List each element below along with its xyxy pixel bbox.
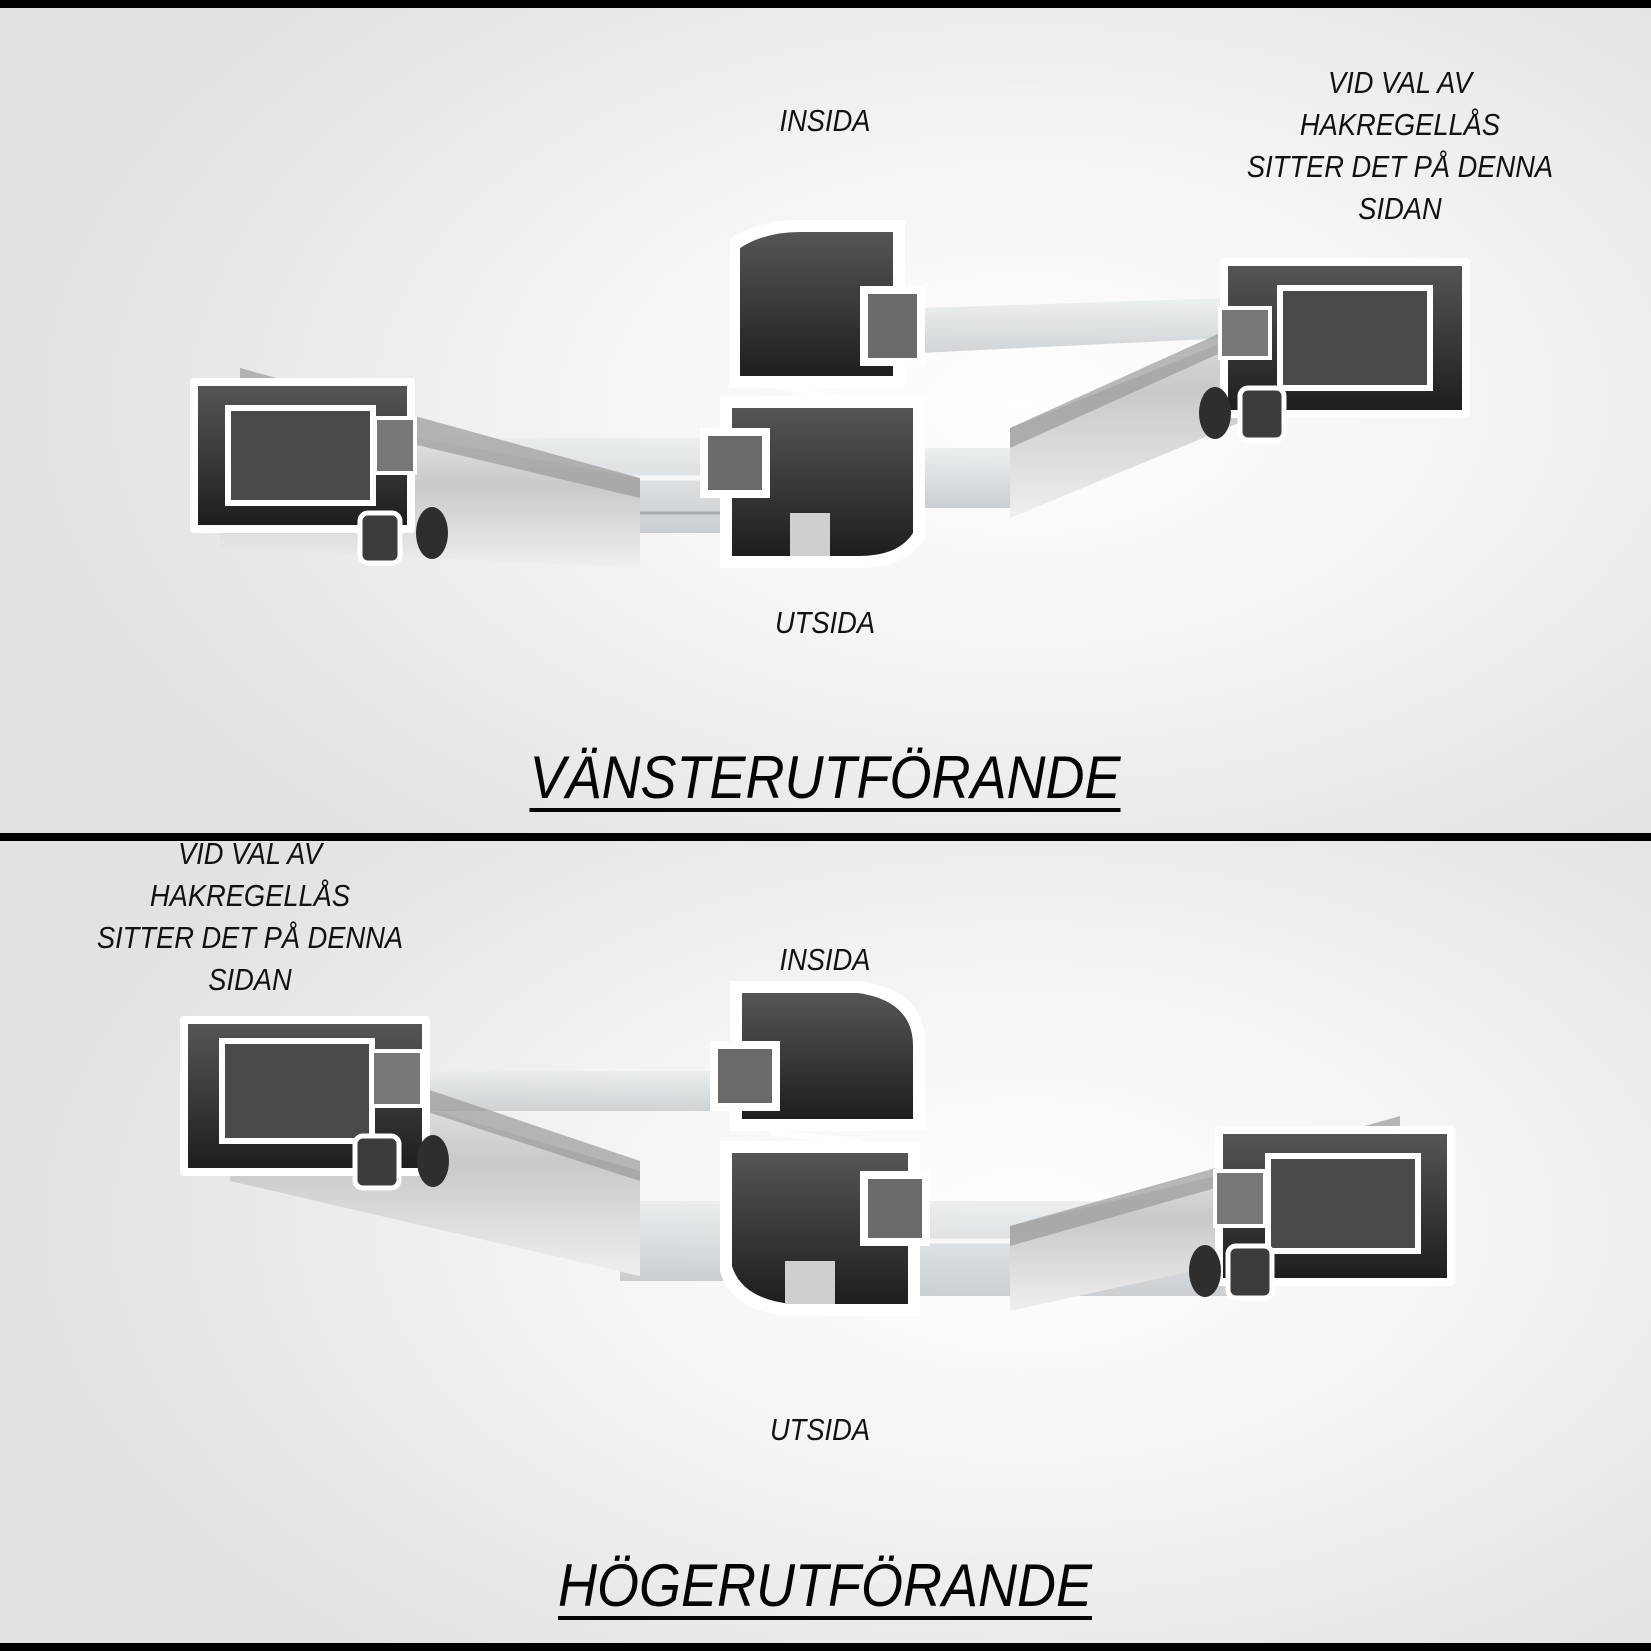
note-line: VID VAL AV (177, 841, 323, 871)
center-mullion-profile (700, 220, 925, 568)
right-version-profile-illustration (180, 981, 1455, 1316)
bottom-border (0, 1643, 1651, 1651)
note-line: SITTER DET PÅ DENNA (1246, 149, 1554, 184)
left-sash-profile (180, 1016, 640, 1276)
note-line: HAKREGELLÅS (149, 878, 351, 913)
glass-pane-right (900, 298, 1230, 508)
note-line: HAKREGELLÅS (1299, 107, 1501, 142)
note-line: SIDAN (208, 962, 292, 997)
left-version-profile-illustration (190, 220, 1470, 568)
hook-lock-note: VID VAL AV HAKREGELLÅS SITTER DET PÅ DEN… (83, 841, 417, 1001)
top-border (0, 0, 1651, 8)
hook-lock-note: VID VAL AV HAKREGELLÅS SITTER DET PÅ DEN… (1233, 62, 1567, 230)
outside-label: UTSIDA (769, 1412, 871, 1447)
right-version-panel: INSIDA UTSIDA VID VAL AV HAKREGELLÅS SIT… (0, 841, 1651, 1643)
left-version-panel: INSIDA UTSIDA VID VAL AV HAKREGELLÅS SIT… (0, 8, 1651, 833)
right-sash-profile (1010, 258, 1470, 518)
inside-label: INSIDA (779, 942, 871, 977)
note-line: SIDAN (1358, 191, 1442, 226)
outside-label: UTSIDA (774, 605, 876, 640)
note-line: SITTER DET PÅ DENNA (96, 920, 404, 955)
left-sash-profile (190, 368, 640, 568)
inside-label: INSIDA (779, 103, 871, 138)
center-mullion-profile (710, 981, 930, 1316)
panel-divider (0, 833, 1651, 841)
glass-pane-left (430, 1071, 740, 1281)
note-line: VID VAL AV (1327, 65, 1473, 100)
right-sash-profile (1010, 1116, 1455, 1311)
panel-title: VÄNSTERUTFÖRANDE (529, 744, 1121, 811)
panel-title: HÖGERUTFÖRANDE (557, 1552, 1093, 1619)
